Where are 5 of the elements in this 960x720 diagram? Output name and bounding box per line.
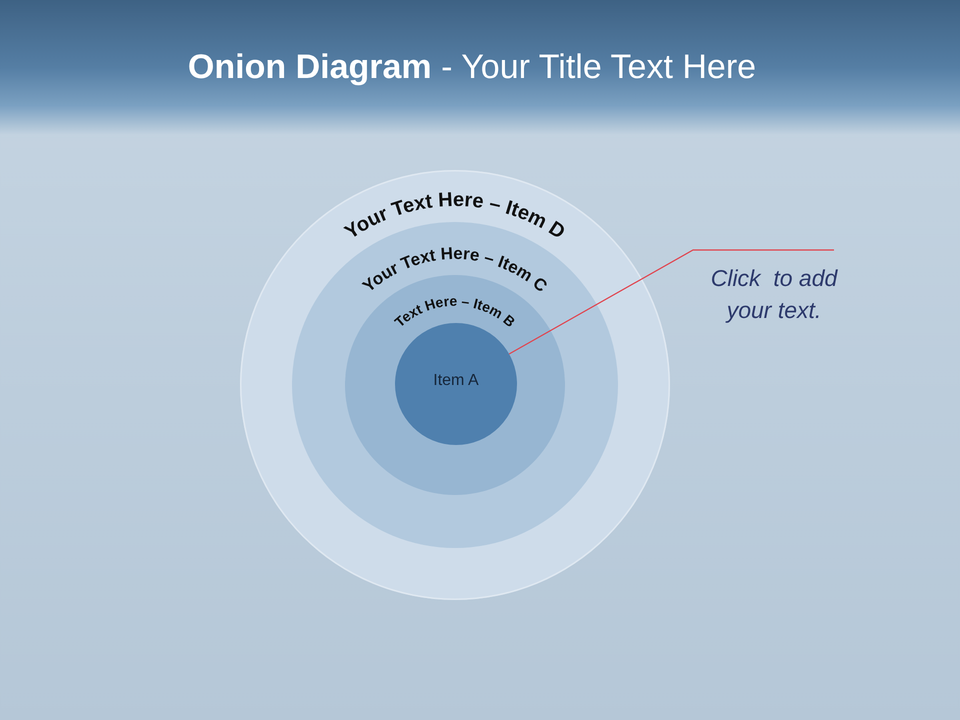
node-label: Item A: [433, 372, 479, 390]
leader-line: [508, 249, 834, 355]
callout-text: Click to add your text.: [710, 262, 838, 326]
title: Onion Diagram - Your Title Text Here: [188, 47, 756, 88]
ring-label: Your Text Here – Item D: [341, 188, 569, 244]
